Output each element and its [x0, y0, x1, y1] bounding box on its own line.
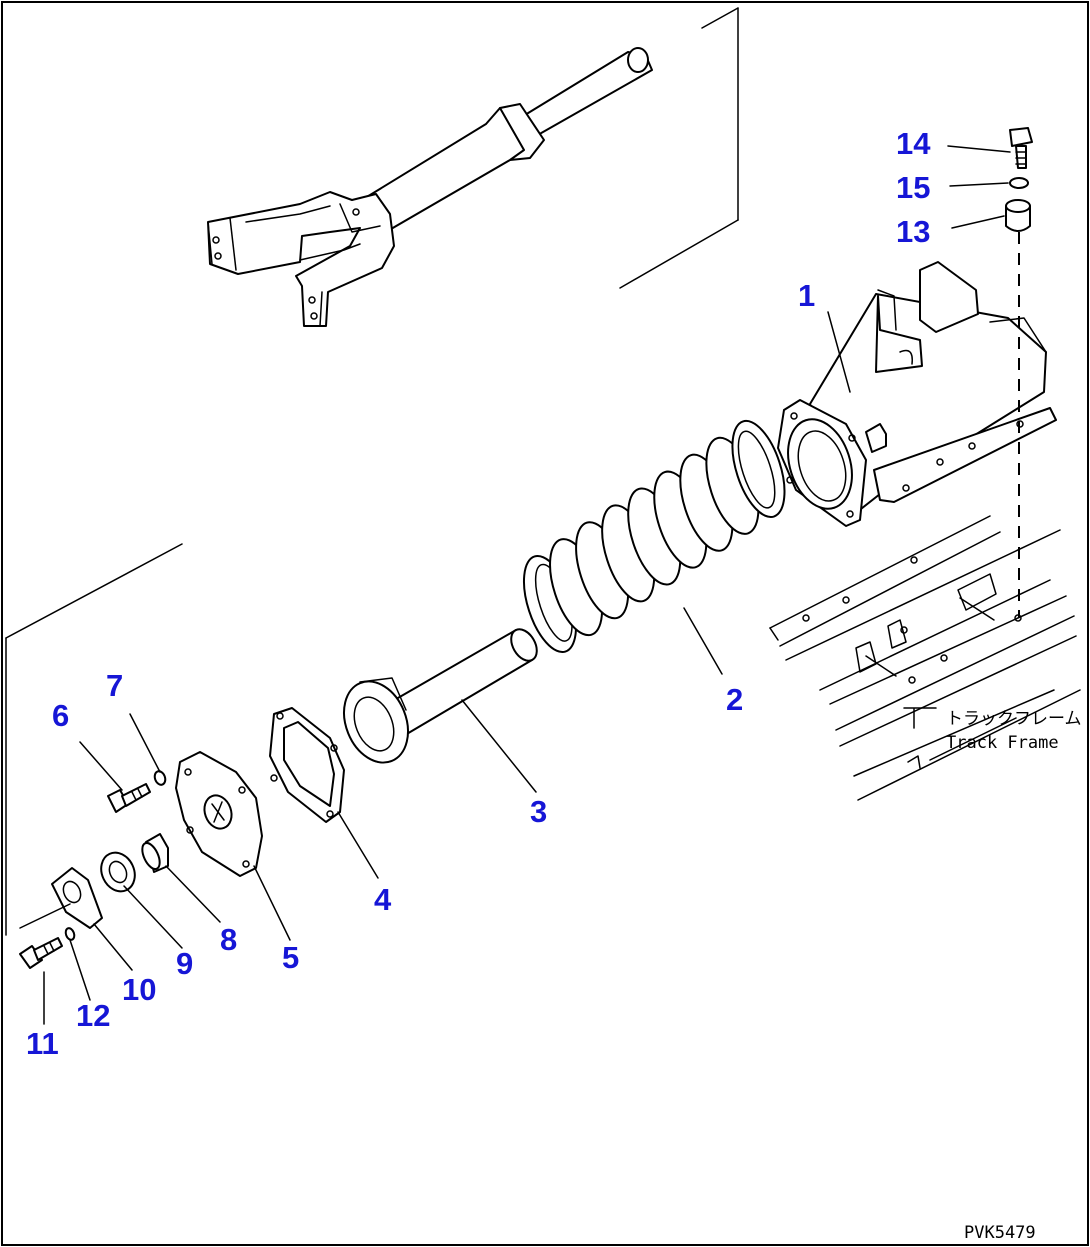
yoke-assembly-drawing	[207, 7, 739, 327]
track-frame-label-japanese: トラックフレーム	[946, 709, 1082, 729]
recoil-spring-drawing	[522, 419, 786, 654]
gasket-4-drawing	[269, 707, 345, 823]
callout-6: 6	[52, 698, 69, 733]
callout-13: 13	[896, 214, 930, 249]
callout-labels: 14 15 13 1 2 3 4 5 6 7 8 9 10 12 11	[26, 126, 931, 1061]
callout-9: 9	[176, 946, 193, 981]
callout-8: 8	[220, 922, 237, 957]
seal-8-drawing	[141, 833, 169, 873]
callout-11: 11	[26, 1026, 59, 1061]
left-frame-drawing	[5, 543, 183, 936]
callout-15: 15	[896, 170, 930, 205]
cover-plate-5-drawing	[175, 751, 263, 877]
guide-rod-drawing	[343, 628, 538, 764]
callout-1: 1	[798, 278, 815, 313]
washer-12-drawing	[64, 927, 76, 941]
callout-7: 7	[106, 668, 123, 703]
washer-15-drawing	[1009, 177, 1029, 189]
callout-3: 3	[530, 794, 547, 829]
callout-10: 10	[122, 972, 156, 1007]
track-frame-label-english: Track Frame	[946, 733, 1059, 753]
bolt-14-drawing	[1009, 127, 1033, 169]
figure-code: PVK5479	[964, 1223, 1036, 1243]
callout-14: 14	[896, 126, 931, 161]
washer-7-drawing	[153, 770, 167, 786]
bolt-6-drawing	[107, 783, 151, 813]
leader-lines	[19, 145, 1011, 1025]
track-frame-drawing	[769, 515, 1081, 801]
callout-2: 2	[726, 682, 743, 717]
bolt-11-drawing	[19, 937, 63, 969]
collar-13-drawing	[1005, 199, 1031, 232]
plate-10-drawing	[51, 867, 103, 929]
callout-5: 5	[282, 940, 299, 975]
callout-4: 4	[374, 882, 392, 917]
bushing-9-drawing	[100, 851, 136, 893]
cylinder-housing-drawing	[777, 261, 1057, 527]
callout-12: 12	[76, 998, 110, 1033]
